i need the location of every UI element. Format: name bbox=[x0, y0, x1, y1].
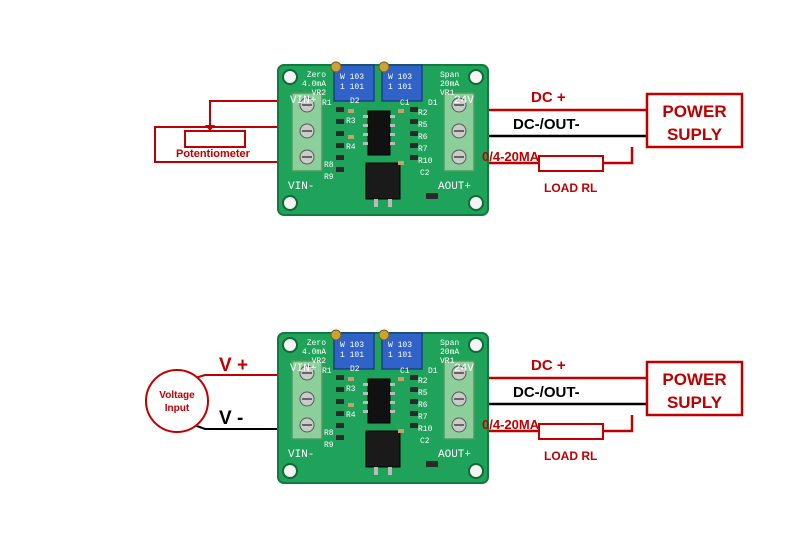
top-diagram: Zero 4.0mA VR2 Span 20mA VR1 W 103 1 101… bbox=[154, 61, 744, 216]
span-label-2: Span bbox=[440, 339, 459, 348]
load-label-2: LOAD RL bbox=[544, 449, 597, 463]
vin-minus-label-2: VIN- bbox=[288, 449, 314, 461]
current-out-label-2: 0/4-20MA bbox=[482, 417, 540, 432]
v24-label: 24V bbox=[454, 95, 474, 107]
pot-code-zero-b: W 103 bbox=[340, 341, 364, 350]
comp-r9: R9 bbox=[324, 173, 334, 182]
comp-d1-b: D1 bbox=[428, 367, 438, 376]
load-label: LOAD RL bbox=[544, 181, 597, 195]
pot-loop-wire bbox=[154, 126, 300, 163]
span-value-2: 20mA bbox=[440, 348, 459, 357]
comp-r4-b: R4 bbox=[346, 411, 356, 420]
pot-code-span-b2: 1 101 bbox=[388, 351, 412, 360]
comp-c2-b: C2 bbox=[420, 437, 430, 446]
comp-r3: R3 bbox=[346, 117, 356, 126]
bottom-diagram: Zero 4.0mA VR2 Span 20mA VR1 W 103 1 101… bbox=[145, 329, 744, 484]
comp-r6: R6 bbox=[418, 133, 428, 142]
comp-r10-b: R10 bbox=[418, 425, 433, 434]
vin-plus-label: VIN+ bbox=[290, 95, 316, 107]
converter-board-top: Zero 4.0mA VR2 Span 20mA VR1 W 103 1 101… bbox=[277, 61, 489, 216]
comp-r7: R7 bbox=[418, 145, 428, 154]
pot-wiper-wire bbox=[209, 100, 300, 131]
current-out-label: 0/4-20MA bbox=[482, 149, 540, 164]
comp-d2: D2 bbox=[350, 97, 360, 106]
power-supply-line2-2: SUPLY bbox=[667, 393, 723, 412]
zero-vr-2: VR2 bbox=[312, 357, 327, 366]
zero-label: Zero bbox=[307, 71, 326, 80]
comp-c1-b: C1 bbox=[400, 367, 410, 376]
comp-r7-b: R7 bbox=[418, 413, 428, 422]
comp-d2-b: D2 bbox=[350, 365, 360, 374]
comp-r3-b: R3 bbox=[346, 385, 356, 394]
comp-r8-b: R8 bbox=[324, 429, 334, 438]
v-plus-label: V + bbox=[219, 355, 248, 376]
voltage-input-circle bbox=[145, 369, 209, 433]
comp-r1: R1 bbox=[322, 99, 332, 108]
load-return-wire-2 bbox=[603, 415, 634, 433]
dc-plus-label: DC + bbox=[531, 89, 566, 106]
zero-vr: VR2 bbox=[312, 89, 327, 98]
comp-c1: C1 bbox=[400, 99, 410, 108]
aout-plus-label: AOUT+ bbox=[438, 181, 471, 193]
comp-r2-b: R2 bbox=[418, 377, 428, 386]
pot-code-span: W 103 bbox=[388, 73, 412, 82]
zero-value: 4.0mA bbox=[302, 80, 326, 89]
potentiometer-label: Potentiometer bbox=[176, 148, 251, 160]
v24-label-2: 24V bbox=[454, 363, 474, 375]
converter-board-bottom: Zero 4.0mA VR2 Span 20mA VR1 W 103 1 101… bbox=[277, 329, 489, 484]
comp-r9-b: R9 bbox=[324, 441, 334, 450]
vin-plus-label-2: VIN+ bbox=[290, 363, 316, 375]
dc-minus-out-label: DC-/OUT- bbox=[513, 116, 580, 133]
pot-code-span-2: 1 101 bbox=[388, 83, 412, 92]
comp-c2: C2 bbox=[420, 169, 430, 178]
voltage-input-line2: Input bbox=[165, 403, 190, 414]
pot-code-span-b: W 103 bbox=[388, 341, 412, 350]
zero-value-2: 4.0mA bbox=[302, 348, 326, 357]
zero-label-2: Zero bbox=[307, 339, 326, 348]
span-label: Span bbox=[440, 71, 459, 80]
comp-r8: R8 bbox=[324, 161, 334, 170]
potentiometer-symbol bbox=[184, 130, 246, 148]
pot-code-zero-b2: 1 101 bbox=[340, 351, 364, 360]
voltage-input-line1: Voltage bbox=[159, 390, 195, 401]
power-supply-box-2 bbox=[645, 360, 744, 417]
span-value: 20mA bbox=[440, 80, 459, 89]
power-supply-box bbox=[645, 92, 744, 149]
power-supply-line1: POWER bbox=[662, 102, 726, 121]
load-return-wire bbox=[603, 147, 634, 165]
dc-minus-out-label-2: DC-/OUT- bbox=[513, 384, 580, 401]
comp-r4: R4 bbox=[346, 143, 356, 152]
power-supply-line1-2: POWER bbox=[662, 370, 726, 389]
load-resistor-2 bbox=[538, 423, 604, 440]
v-minus-label: V - bbox=[219, 408, 243, 429]
comp-r5-b: R5 bbox=[418, 389, 428, 398]
span-vr-2: VR1 bbox=[440, 357, 455, 366]
comp-r10: R10 bbox=[418, 157, 433, 166]
aout-plus-label-2: AOUT+ bbox=[438, 449, 471, 461]
vin-minus-label: VIN- bbox=[288, 181, 314, 193]
dc-plus-label-2: DC + bbox=[531, 357, 566, 374]
comp-r5: R5 bbox=[418, 121, 428, 130]
comp-r6-b: R6 bbox=[418, 401, 428, 410]
span-vr: VR1 bbox=[440, 89, 455, 98]
comp-r2: R2 bbox=[418, 109, 428, 118]
comp-r1-b: R1 bbox=[322, 367, 332, 376]
load-resistor bbox=[538, 155, 604, 172]
pot-code-zero-2: 1 101 bbox=[340, 83, 364, 92]
comp-d1: D1 bbox=[428, 99, 438, 108]
power-supply-line2: SUPLY bbox=[667, 125, 723, 144]
potentiometer-wiper-arrow bbox=[205, 125, 215, 131]
pot-code-zero: W 103 bbox=[340, 73, 364, 82]
